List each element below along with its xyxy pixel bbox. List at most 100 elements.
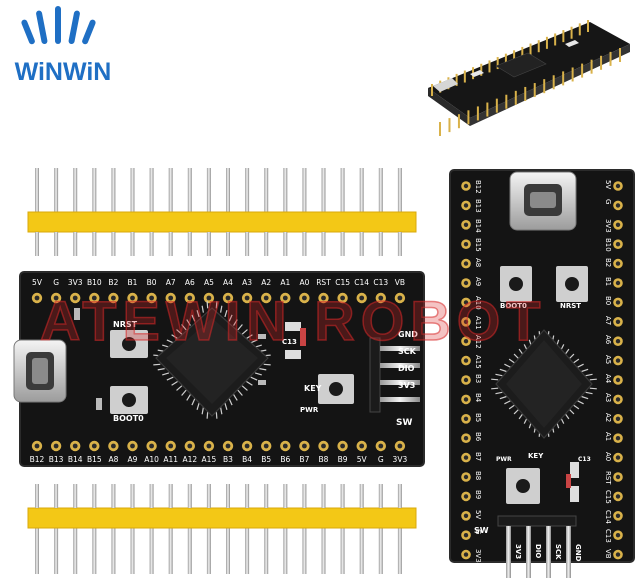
- vertical-swd-pin-label: GND: [574, 544, 582, 562]
- vertical-right-pin-label: B1: [604, 277, 612, 287]
- vertical-swd-pin-label: 3V3: [514, 544, 522, 560]
- front-top-pin-label: C15: [335, 278, 350, 287]
- front-bottom-pin-label: 3V3: [392, 455, 408, 464]
- nrst-button-icon: [110, 330, 148, 358]
- vertical-left-pin-label: A8: [474, 257, 482, 267]
- vertical-right-pin-label: G: [604, 199, 612, 205]
- vertical-left-pin-label: B15: [474, 238, 482, 252]
- front-bottom-pin-label: B13: [48, 455, 64, 464]
- key-button-icon: [318, 374, 354, 404]
- usb-c-connector-vertical-icon: [509, 171, 577, 231]
- front-bottom-pin-label: B8: [318, 455, 329, 464]
- vertical-left-pin-label: B14: [474, 218, 482, 233]
- front-top-pin-label: VB: [394, 278, 406, 287]
- boot0-button-icon: [110, 386, 148, 414]
- front-bottom-pin-label: A11: [163, 455, 179, 464]
- vertical-pwr-label: PWR: [496, 456, 512, 463]
- front-top-pin-label: A4: [223, 278, 233, 287]
- front-bottom-pin-label: 5V: [356, 455, 367, 464]
- front-top-pin-label: C14: [354, 278, 370, 287]
- front-top-pin-label: 5V: [32, 278, 42, 287]
- boot0-label: BOOT0: [113, 414, 144, 423]
- vertical-right-pin-label: 5V: [604, 180, 612, 190]
- mcu-chip-icon: [153, 301, 271, 419]
- vertical-right-pin-label: RST: [604, 471, 612, 485]
- vertical-left-pin-label: B8: [474, 471, 482, 481]
- front-bottom-pin-label: B5: [261, 455, 272, 464]
- swd-pin-label: DIO: [398, 364, 415, 373]
- front-bottom-pin-label: A12: [182, 455, 198, 464]
- front-top-pin-label: B2: [108, 278, 119, 287]
- vertical-left-pin-label: B3: [474, 374, 482, 384]
- vertical-right-pin-label: VB: [604, 548, 612, 559]
- vertical-right-pin-label: A5: [604, 354, 612, 364]
- front-top-pin-label: A1: [280, 278, 291, 287]
- vertical-left-pin-label: 5V: [474, 509, 482, 520]
- front-top-pin-label: C13: [373, 278, 389, 287]
- front-bottom-pin-label: A8: [108, 455, 119, 464]
- vertical-key-label: KEY: [528, 452, 544, 460]
- nrst-label: NRST: [113, 320, 138, 329]
- vertical-boot0-label: BOOT0: [500, 302, 527, 310]
- front-bottom-pin-label: A15: [201, 455, 217, 464]
- vertical-left-pin-label: B4: [474, 393, 482, 403]
- brand-logo-text: WiNWiN: [14, 58, 112, 86]
- key-label: KEY: [304, 384, 322, 393]
- front-bottom-pin-label: B7: [299, 455, 310, 464]
- front-bottom-pin-label: B3: [223, 455, 233, 464]
- front-bottom-pin-label: B12: [29, 455, 45, 464]
- front-bottom-pin-label: A10: [144, 455, 159, 464]
- front-bottom-pin-label: B15: [86, 455, 102, 464]
- front-top-pin-label: B0: [146, 278, 157, 287]
- front-top-pin-label: 3V3: [67, 278, 83, 287]
- front-bottom-pin-label: B4: [242, 455, 253, 464]
- front-top-pin-label: A0: [299, 278, 310, 287]
- vertical-left-pin-label: B6: [474, 432, 482, 442]
- vertical-left-pin-label: B5: [474, 412, 482, 423]
- front-top-pin-label: B1: [127, 278, 138, 287]
- pwr-led-label: PWR: [300, 406, 319, 414]
- swd-label: SW: [396, 418, 413, 428]
- vertical-left-pin-label: A15: [474, 354, 482, 369]
- vertical-right-pin-label: A1: [604, 432, 612, 442]
- front-bottom-pin-label: B6: [280, 455, 291, 464]
- board-vertical-view: [449, 169, 635, 578]
- vertical-right-pin-label: B10: [604, 238, 612, 252]
- vertical-left-pin-label: B9: [474, 490, 482, 500]
- swd-pin-label: 3V3: [398, 381, 416, 390]
- front-top-pin-label: A5: [203, 278, 214, 287]
- front-top-pin-label: A6: [184, 278, 195, 287]
- vertical-swd-pin-label: DIO: [534, 544, 542, 559]
- key-button-vertical-icon: [506, 468, 540, 504]
- vertical-right-pin-label: A4: [604, 374, 612, 384]
- usb-c-connector-icon: [13, 339, 67, 403]
- front-top-pin-label: A3: [242, 278, 253, 287]
- vertical-right-pin-label: C14: [604, 509, 612, 524]
- swd-header-vertical-icon: [497, 515, 577, 578]
- vertical-swd-label: SW: [474, 526, 489, 535]
- vertical-swd-pin-label: SCK: [554, 544, 562, 560]
- vertical-right-pin-label: C13: [604, 529, 612, 543]
- vertical-right-pin-label: 3V3: [604, 218, 612, 233]
- vertical-left-pin-label: B13: [474, 199, 482, 214]
- front-bottom-pin-label: A9: [127, 455, 138, 464]
- front-bottom-pin-label: G: [377, 455, 384, 464]
- vertical-left-pin-label: B12: [474, 180, 482, 194]
- front-top-pin-label: A2: [261, 278, 272, 287]
- vertical-nrst-label: NRST: [560, 302, 582, 310]
- swd-header-icon: [369, 337, 420, 413]
- swd-pin-label: SCK: [398, 347, 416, 356]
- vertical-right-pin-label: A2: [604, 412, 612, 423]
- front-bottom-pin-label: B9: [337, 455, 348, 464]
- vertical-c13-label: C13: [578, 456, 591, 463]
- boot0-button-vertical-icon: [500, 266, 532, 302]
- vertical-right-pin-label: A3: [604, 393, 612, 403]
- mcu-chip-vertical-icon: [491, 329, 597, 439]
- loose-pin-header-top: [27, 168, 417, 256]
- vertical-right-pin-label: A0: [604, 451, 612, 461]
- vertical-left-pin-label: 3V3: [474, 548, 482, 563]
- watermark-text: ATEWIN ROBOT: [39, 288, 547, 353]
- vertical-left-pin-label: B7: [474, 451, 482, 461]
